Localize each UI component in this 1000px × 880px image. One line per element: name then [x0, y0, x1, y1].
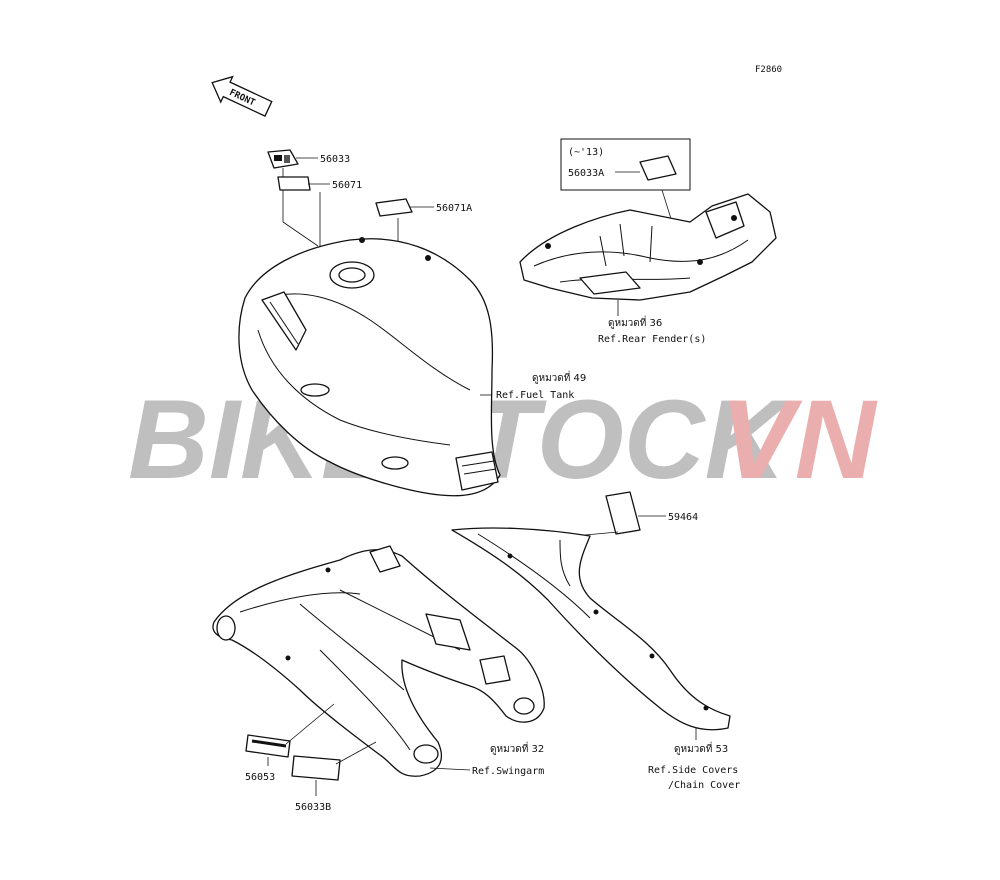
side-cover-group: 59464 ดูหมวดที่ 53 Ref.Side Covers /Chai…: [451, 491, 740, 791]
side-cover-ref-label-1: Ref.Side Covers: [648, 765, 738, 776]
side-cover-ref-thai: ดูหมวดที่ 53: [674, 741, 728, 755]
rear-fender-note: (~'13): [568, 147, 604, 158]
swingarm-drawing: [212, 545, 545, 777]
swingarm-ref-thai: ดูหมวดที่ 32: [490, 741, 544, 755]
part-number-56033A: 56033A: [568, 168, 604, 179]
part-number-56033: 56033: [320, 154, 350, 165]
sticker-59464-icon: [605, 491, 641, 535]
fuel-tank-drawing: [238, 237, 501, 497]
sticker-56053-icon: [245, 734, 291, 758]
rear-fender-group: (~'13) 56033A ดูหมวดที่ 36 Ref.Rear Fend…: [519, 138, 777, 345]
swingarm-group: 56053 56033B ดูหมวดที่ 32 Ref.Swingarm: [212, 545, 545, 813]
rear-fender-ref-thai: ดูหมวดที่ 36: [608, 315, 662, 329]
fuel-tank-ref-label: Ref.Fuel Tank: [496, 390, 574, 401]
fuel-tank-ref-thai: ดูหมวดที่ 49: [532, 370, 586, 384]
sticker-56071-icon: [277, 176, 311, 191]
rear-fender-drawing: [519, 193, 777, 301]
part-number-56033B: 56033B: [295, 802, 331, 813]
part-number-56071A: 56071A: [436, 203, 472, 214]
fuel-tank-group: 56033 56071 56071A: [238, 149, 586, 497]
part-number-56071: 56071: [332, 180, 362, 191]
part-number-59464: 59464: [668, 512, 698, 523]
front-arrow-icon: FRONT: [211, 75, 273, 117]
side-cover-drawing: [451, 527, 731, 731]
part-number-56053: 56053: [245, 772, 275, 783]
sticker-56033-icon: [267, 149, 299, 169]
sticker-56071A-icon: [375, 198, 413, 217]
figure-code: F2860: [755, 65, 782, 75]
rear-fender-ref-label: Ref.Rear Fender(s): [598, 334, 706, 345]
side-cover-ref-label-2: /Chain Cover: [668, 780, 740, 791]
watermark-text-red: VN: [720, 377, 878, 502]
swingarm-ref-label: Ref.Swingarm: [472, 766, 544, 777]
sticker-56033A-icon: [639, 155, 677, 181]
sticker-56033B-icon: [291, 755, 341, 781]
